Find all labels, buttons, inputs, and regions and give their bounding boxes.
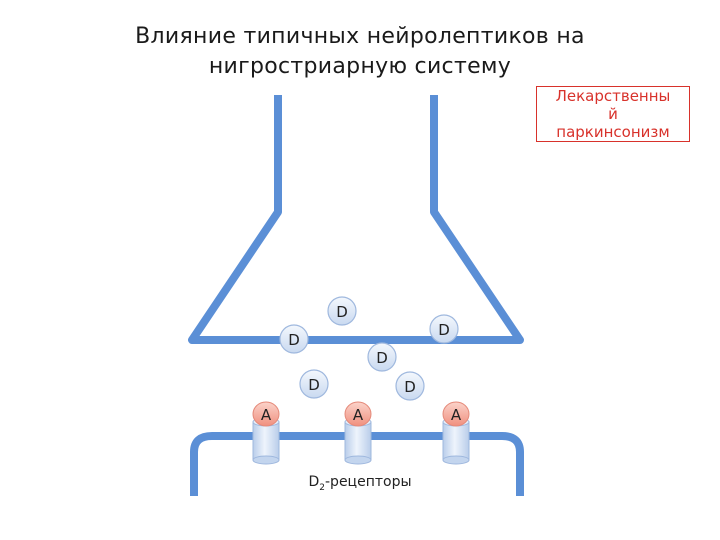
dopamine-label-2: D <box>288 331 300 349</box>
dopamine-label-3: D <box>438 321 450 339</box>
receptors-caption: D2-рецепторы <box>280 473 440 497</box>
receptor-label-2: A <box>353 406 364 424</box>
dopamine-label-6: D <box>404 378 416 396</box>
receptors-caption-main: D <box>308 474 319 490</box>
presynaptic-terminal <box>192 95 520 340</box>
dopamine-label-4: D <box>376 349 388 367</box>
receptor-label-1: A <box>261 406 272 424</box>
receptors-caption-rest: -рецепторы <box>325 474 412 490</box>
dopamine-label-1: D <box>336 303 348 321</box>
receptor-label-3: A <box>451 406 462 424</box>
dopamine-label-5: D <box>308 376 320 394</box>
